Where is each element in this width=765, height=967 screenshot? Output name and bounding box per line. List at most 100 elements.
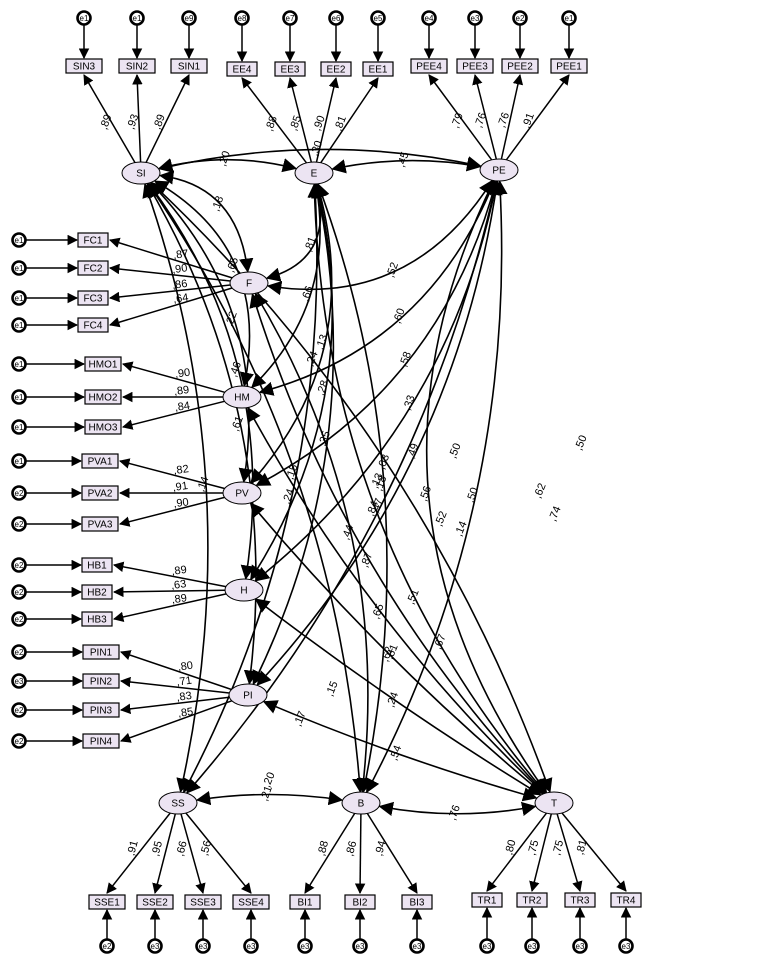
error-term-pva1: e1 xyxy=(11,453,27,469)
loading-value-pin2: ,71 xyxy=(176,675,193,689)
coefficient-label-layer: ,20,30,18,65,22,46,61,14,15,03,45,81,66,… xyxy=(98,111,590,858)
error-term-pva3: e2 xyxy=(11,516,27,532)
covariance-value-si-hm: ,65 xyxy=(225,256,242,274)
loading-arrow-tr2 xyxy=(529,813,553,893)
error-term-fc3: e1 xyxy=(11,290,27,306)
error-label-tr2: e3 xyxy=(528,942,537,951)
covariance-value-si-e: ,20 xyxy=(216,149,233,167)
error-label-ee2: e6 xyxy=(332,14,341,23)
loading-value-pee4: ,79 xyxy=(449,111,466,129)
extra-coefficient: ,15 xyxy=(324,680,341,699)
extra-coefficient: ,67 xyxy=(432,633,449,652)
indicator-fc1: FC1 xyxy=(77,232,109,248)
error-label-fc2: e1 xyxy=(15,264,24,273)
loading-arrow-pee1 xyxy=(505,74,570,161)
error-label-sse1: e2 xyxy=(103,942,112,951)
loading-arrow-ee3 xyxy=(287,76,313,163)
error-label-pee2: e2 xyxy=(516,14,525,23)
error-label-pee3: e3 xyxy=(471,14,480,23)
covariance-value-e-pi: ,35 xyxy=(317,429,334,447)
indicator-pva2: PVA2 xyxy=(81,485,119,501)
indicator-label-hmo3: HMO3 xyxy=(89,423,118,434)
loading-value-sse4: ,56 xyxy=(199,839,215,857)
error-term-pee3: e3 xyxy=(467,10,483,26)
loading-arrow-sse1 xyxy=(106,812,171,894)
error-term-hmo1: e1 xyxy=(11,356,27,372)
indicator-hb1: HB1 xyxy=(81,557,113,573)
loading-arrow-ee2 xyxy=(315,76,339,163)
indicator-label-pin3: PIN3 xyxy=(90,706,113,717)
error-label-sse3: e3 xyxy=(199,942,208,951)
error-label-tr4: e3 xyxy=(622,942,631,951)
error-label-sse2: e3 xyxy=(151,942,160,951)
loading-arrow-fc2 xyxy=(108,263,231,282)
indicator-hmo3: HMO3 xyxy=(84,419,122,435)
latent-label-h: H xyxy=(240,586,247,597)
error-term-fc2: e1 xyxy=(11,260,27,276)
loading-value-pee3: ,76 xyxy=(473,111,490,129)
loading-arrow-hmo1 xyxy=(121,361,226,394)
indicator-tr1: TR1 xyxy=(471,892,503,908)
indicator-pin4: PIN4 xyxy=(82,733,120,749)
error-label-hmo1: e1 xyxy=(15,360,24,369)
loading-path-layer xyxy=(26,25,632,939)
loading-value-sse1: ,91 xyxy=(125,839,141,857)
extra-coefficient: ,50 xyxy=(573,434,590,453)
loading-arrow-sse2 xyxy=(152,813,177,895)
loading-value-hmo3: ,84 xyxy=(174,400,191,414)
latent-label-si: SI xyxy=(136,169,145,180)
latent-label-e: E xyxy=(311,169,318,180)
loading-value-sse3: ,66 xyxy=(174,840,190,858)
loading-value-tr2: ,75 xyxy=(526,839,542,857)
error-label-ee3: e7 xyxy=(286,14,295,23)
error-label-ee1: e5 xyxy=(374,14,383,23)
indicator-hb2: HB2 xyxy=(81,584,113,600)
extra-coefficient: ,13 xyxy=(369,472,386,491)
error-label-pee1: e1 xyxy=(565,14,574,23)
extra-coefficient: ,20 xyxy=(261,771,278,790)
error-label-pva2: e2 xyxy=(15,489,24,498)
indicator-ee2: EE2 xyxy=(320,61,352,77)
covariance-arc-pe-f xyxy=(266,179,493,296)
covariance-arc-ss-b xyxy=(195,790,344,806)
latent-si: SI xyxy=(121,161,161,185)
latent-label-hm: HM xyxy=(234,393,250,404)
error-label-tr3: e3 xyxy=(576,942,585,951)
error-term-pin3: e2 xyxy=(11,702,27,718)
error-label-pee4: e4 xyxy=(425,14,434,23)
error-term-fc1: e1 xyxy=(11,232,27,248)
loading-value-hb1: ,89 xyxy=(171,564,188,578)
latent-label-pi: PI xyxy=(243,691,252,702)
extra-coefficient: ,50 xyxy=(447,442,464,461)
covariance-value-f-t: ,87 xyxy=(359,551,376,569)
indicator-label-tr1: TR1 xyxy=(478,896,497,907)
error-term-hb2: e2 xyxy=(11,584,27,600)
indicator-tr2: TR2 xyxy=(516,892,548,908)
loading-arrow-pin4 xyxy=(120,700,233,743)
covariance-value-e-pe: ,45 xyxy=(395,150,412,168)
indicator-pee3: PEE3 xyxy=(456,58,494,74)
latent-e: E xyxy=(294,161,334,185)
covariance-value-ss-b: ,21 xyxy=(258,784,275,802)
error-term-sse2: e3 xyxy=(147,938,163,954)
latent-h: H xyxy=(224,578,264,602)
covariance-value-pi-t: ,54 xyxy=(388,744,405,762)
error-label-bi2: e3 xyxy=(356,942,365,951)
loading-value-sin1: ,89 xyxy=(151,113,168,131)
loading-arrow-hb2 xyxy=(112,586,226,598)
error-term-pin1: e2 xyxy=(11,644,27,660)
indicator-label-tr3: TR3 xyxy=(571,896,590,907)
loading-arrow-pva1 xyxy=(118,458,225,490)
loading-arrow-fc3 xyxy=(108,284,231,303)
loading-value-tr1: ,80 xyxy=(503,838,519,856)
error-label-hb2: e2 xyxy=(15,588,24,597)
loading-arrow-pin1 xyxy=(120,650,232,691)
latent-label-f: F xyxy=(246,279,252,290)
error-term-hmo3: e1 xyxy=(11,419,27,435)
indicator-pva3: PVA3 xyxy=(81,516,119,532)
covariance-value-e-pv: ,13 xyxy=(314,333,331,351)
error-label-pin2: e3 xyxy=(15,677,24,686)
indicator-pee4: PEE4 xyxy=(410,58,448,74)
covariance-value-pe-ss: ,47 xyxy=(369,497,386,515)
covariance-value-h-t: ,24 xyxy=(385,691,402,709)
